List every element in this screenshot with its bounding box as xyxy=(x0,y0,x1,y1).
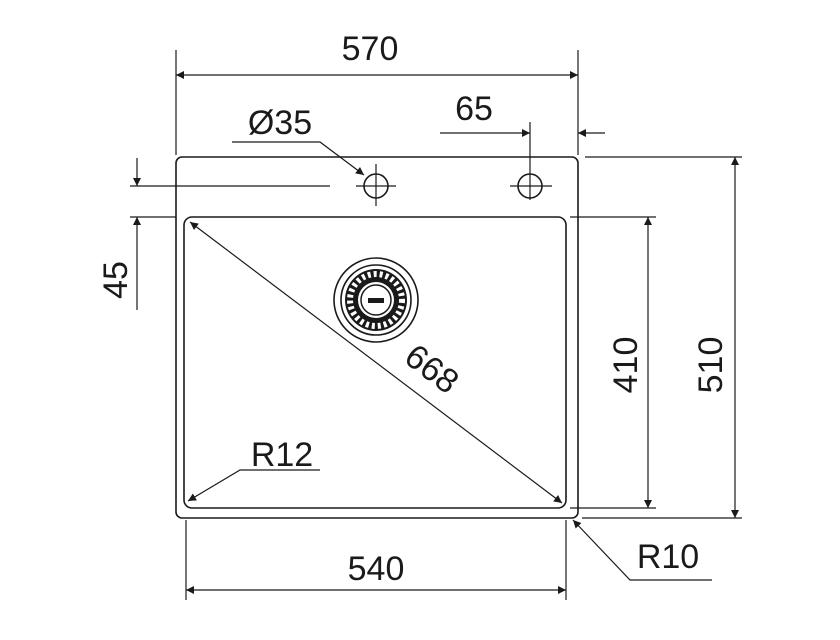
bowl-outline xyxy=(183,216,567,509)
tap-hole-right xyxy=(510,173,552,199)
dim-410: 410 xyxy=(570,216,656,509)
dim-diagonal: 668 xyxy=(189,221,563,504)
dim-570: 570 xyxy=(175,30,579,155)
sink-outline xyxy=(175,156,579,519)
dim-label: 45 xyxy=(97,261,135,299)
dim-540: 540 xyxy=(185,520,567,600)
drain-icon xyxy=(333,257,419,343)
dim-45: 45 xyxy=(97,158,330,310)
dim-label: 65 xyxy=(455,90,493,128)
tap-hole-left xyxy=(356,164,396,206)
dim-510: 510 xyxy=(582,156,742,519)
dim-label: R12 xyxy=(251,436,313,474)
dim-r12: R12 xyxy=(187,436,320,502)
dim-label: Ø35 xyxy=(248,104,312,142)
dim-label: R10 xyxy=(637,538,699,576)
dim-65: 65 xyxy=(440,90,605,200)
dim-label: 570 xyxy=(342,30,399,68)
dim-label: 510 xyxy=(692,337,730,394)
dim-label: 410 xyxy=(607,337,645,394)
dim-label: 668 xyxy=(398,337,466,401)
dim-r10: R10 xyxy=(572,519,712,581)
dim-diameter: Ø35 xyxy=(232,104,365,176)
dim-label: 540 xyxy=(348,550,405,588)
